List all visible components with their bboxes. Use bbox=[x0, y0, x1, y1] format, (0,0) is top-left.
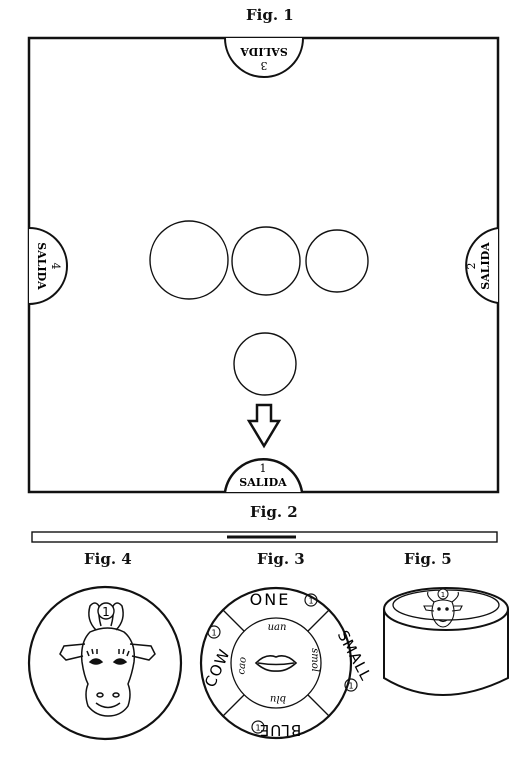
badge-number-small: 1 bbox=[441, 591, 445, 599]
cow-face-icon bbox=[59, 602, 156, 717]
exit-bottom-number: 1 bbox=[260, 462, 267, 475]
exit-left-number: 4 bbox=[49, 263, 62, 270]
spinner-outer bbox=[199, 586, 353, 740]
cylinder-token bbox=[383, 587, 509, 696]
fig4-caption: Fig. 4 bbox=[84, 550, 132, 568]
word-cao: cao bbox=[236, 656, 249, 675]
marker-one: 1 bbox=[304, 593, 318, 607]
word-cow: COW bbox=[201, 646, 234, 690]
svg-text:1: 1 bbox=[255, 724, 260, 733]
word-uan: uan bbox=[268, 622, 287, 633]
board-circle-bottom bbox=[233, 332, 297, 396]
marker-blue: 1 bbox=[251, 720, 265, 734]
spinner-dividers bbox=[222, 609, 330, 717]
svg-text:1: 1 bbox=[211, 629, 216, 638]
exit-top-number: 3 bbox=[261, 59, 268, 72]
exit-left-label: SALIDA bbox=[35, 242, 48, 290]
fig2-caption: Fig. 2 bbox=[250, 503, 298, 521]
exit-right-label: SALIDA bbox=[479, 242, 492, 290]
word-smol: smol bbox=[309, 648, 320, 672]
word-one: ONE bbox=[250, 590, 291, 609]
svg-text:1: 1 bbox=[348, 682, 353, 691]
token-disc bbox=[27, 585, 183, 741]
word-small: SMALL bbox=[334, 627, 375, 684]
exit-top bbox=[224, 37, 304, 78]
svg-text:1: 1 bbox=[308, 597, 313, 606]
marker-cow: 1 bbox=[207, 625, 221, 639]
exit-bottom bbox=[223, 457, 304, 493]
exit-bottom-label: SALIDA bbox=[239, 476, 287, 489]
arrow-down-icon bbox=[246, 403, 282, 449]
lips-icon bbox=[254, 655, 298, 672]
marker-small: 1 bbox=[344, 678, 358, 692]
board-circle-small bbox=[305, 229, 369, 293]
cow-face-icon-small bbox=[423, 591, 463, 628]
exit-right-number: 2 bbox=[465, 263, 478, 270]
badge-number: 1 bbox=[102, 605, 110, 619]
spinner-inner bbox=[230, 617, 322, 709]
board-circle-large bbox=[149, 220, 229, 300]
fig1-caption: Fig. 1 bbox=[246, 6, 294, 24]
fig5-caption: Fig. 5 bbox=[404, 550, 452, 568]
badge-circle-small bbox=[437, 588, 449, 600]
board-circle-medium bbox=[231, 226, 301, 296]
exit-right bbox=[465, 227, 499, 304]
fig3-caption: Fig. 3 bbox=[257, 550, 305, 568]
badge-circle bbox=[97, 602, 115, 620]
exit-left bbox=[28, 227, 68, 305]
strip bbox=[31, 531, 498, 543]
word-blu: blu bbox=[270, 693, 286, 704]
exit-top-label: SALIDA bbox=[240, 45, 288, 58]
word-blue: BLUE bbox=[259, 721, 301, 739]
